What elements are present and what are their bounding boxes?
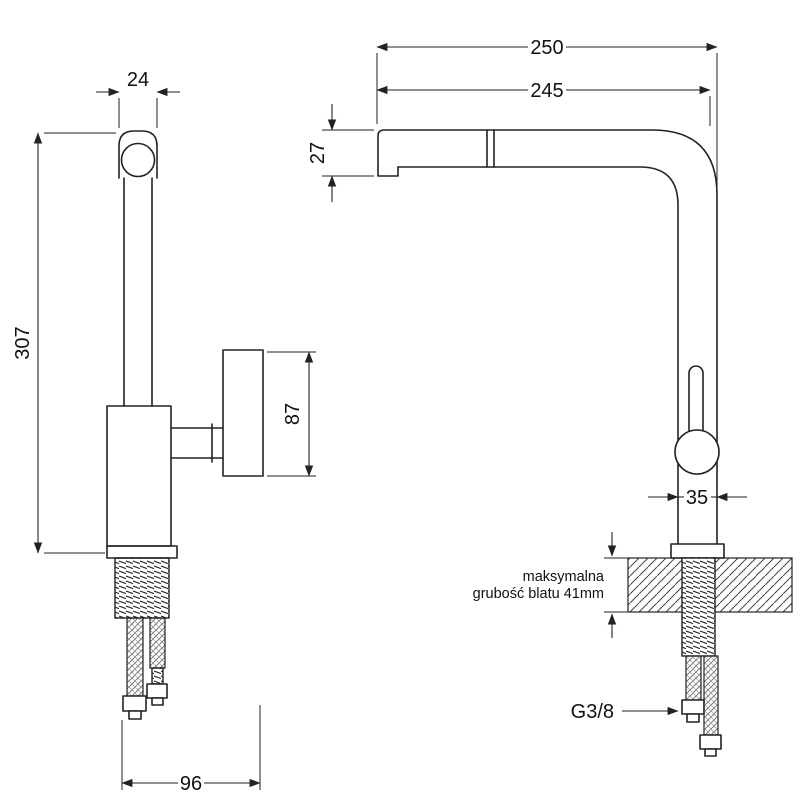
dim-label-24: 24: [127, 69, 149, 91]
front-hose-short-tip: [686, 713, 700, 723]
dim-label-245: 245: [530, 80, 563, 102]
counter-note-line2: grubość blatu 41mm: [473, 586, 604, 602]
side-handle: [222, 349, 264, 477]
dim-handle-height: 87: [267, 351, 316, 477]
front-hose-long-tip: [704, 748, 717, 757]
side-hose-long-tip: [128, 710, 142, 720]
side-base-flange: [106, 545, 178, 559]
front-aerator: [377, 166, 399, 177]
side-spout-head: [118, 130, 158, 179]
counter-note-line1: maksymalna: [523, 569, 605, 585]
side-hose-short-nut: [146, 683, 168, 699]
side-hose-long: [126, 617, 144, 697]
side-hose-long-nut: [122, 695, 147, 712]
front-inner-contour: [397, 166, 679, 545]
thread-size-label: G3/8: [571, 701, 614, 723]
front-outer-contour: [377, 129, 718, 545]
faucet-side-view: 24 307 87 96: [12, 69, 316, 795]
dim-spout-reach: 245: [376, 80, 711, 126]
front-hose-long-nut: [699, 734, 722, 750]
front-hose-short-nut: [681, 699, 705, 715]
dim-hose-spread: 96: [121, 705, 261, 795]
side-body: [106, 405, 172, 547]
front-hose-short: [685, 655, 702, 701]
dim-label-96: 96: [180, 773, 202, 795]
dim-spout-tip-height: 27: [307, 104, 374, 202]
thread-size-callout: G3/8: [571, 701, 679, 723]
side-swivel-joint: [120, 142, 156, 178]
dim-body-diameter: 35: [648, 487, 747, 509]
faucet-front-view: 250 245 27 35 maksyma: [307, 37, 793, 757]
front-handle-hub: [674, 429, 720, 475]
front-hose-long: [703, 655, 719, 736]
dim-total-depth: 250: [376, 37, 718, 188]
front-threaded-stud: [681, 557, 716, 657]
dim-label-307: 307: [12, 326, 34, 359]
side-hose-short-tip: [151, 697, 164, 706]
dim-spout-head-width: 24: [96, 69, 180, 128]
countertop-thickness-note: maksymalna grubość blatu 41mm: [473, 532, 617, 638]
side-hose-short-nipple: [151, 667, 164, 685]
dim-total-height: 307: [12, 132, 116, 554]
dim-label-27: 27: [307, 142, 329, 164]
dim-label-35: 35: [686, 487, 708, 509]
front-lever: [688, 365, 704, 439]
front-base-flange: [670, 543, 725, 559]
dim-label-87: 87: [282, 403, 304, 425]
side-threaded-stud: [114, 557, 170, 619]
dim-label-250: 250: [530, 37, 563, 59]
side-hose-short: [149, 617, 166, 669]
